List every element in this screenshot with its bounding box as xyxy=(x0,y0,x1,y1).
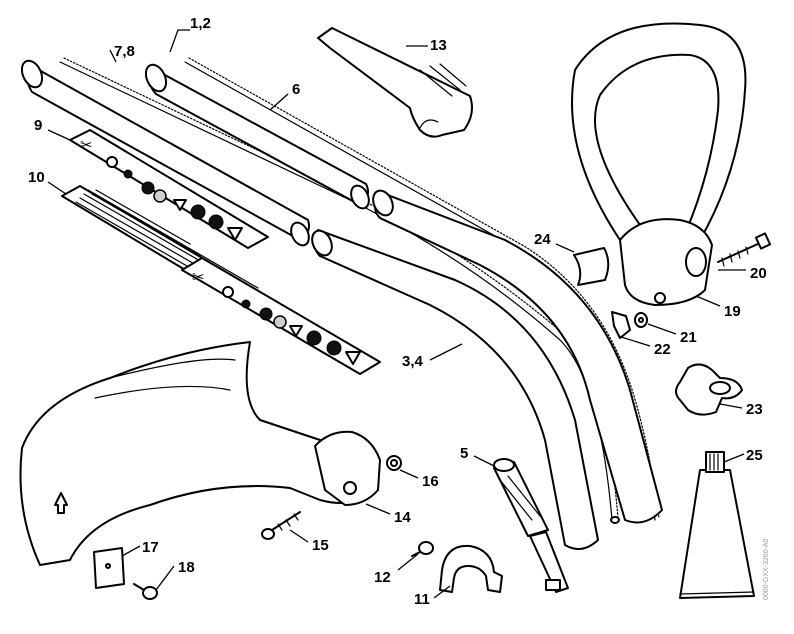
callout-10: 10 xyxy=(28,169,45,186)
callout-7-8: 7,8 xyxy=(114,43,135,60)
callout-23: 23 xyxy=(746,401,763,418)
svg-text:✂: ✂ xyxy=(80,137,93,154)
clamp-11-part xyxy=(439,544,503,593)
wing-nut-22-part xyxy=(611,311,631,339)
lower-tube-part xyxy=(311,229,599,550)
callout-13: 13 xyxy=(430,37,447,54)
screw-18-part xyxy=(133,583,158,600)
callout-1-2: 1,2 xyxy=(190,15,211,32)
loop-handle-part xyxy=(571,22,747,306)
decal-lower-part: ✂ xyxy=(181,257,381,375)
callout-labels: 1,2 7,8 6 13 9 10 24 20 19 21 22 3,4 23 … xyxy=(28,15,767,608)
callout-6: 6 xyxy=(292,81,300,98)
callout-12: 12 xyxy=(374,569,391,586)
callout-24: 24 xyxy=(534,231,551,248)
callout-18: 18 xyxy=(178,559,195,576)
callout-16: 16 xyxy=(422,473,439,490)
upper-right-tube-part xyxy=(372,189,663,524)
callout-19: 19 xyxy=(724,303,741,320)
screw-15-part xyxy=(261,511,301,540)
callout-21: 21 xyxy=(680,329,697,346)
drawing-number-stamp: 0000-GXX-3260-A0 xyxy=(763,538,770,600)
sleeve-part xyxy=(573,247,610,286)
callout-3-4: 3,4 xyxy=(402,353,424,370)
guard-part xyxy=(19,341,381,566)
plate-17-part xyxy=(93,547,125,589)
decal-9-part: ✂ xyxy=(69,129,269,249)
washer-21-part xyxy=(634,312,648,328)
svg-text:✂: ✂ xyxy=(192,269,205,286)
callout-5: 5 xyxy=(460,445,468,462)
clip-part xyxy=(317,27,473,138)
callout-11: 11 xyxy=(414,591,430,608)
callout-25: 25 xyxy=(746,447,763,464)
screw-12-part xyxy=(411,541,434,557)
leader-lines xyxy=(47,29,746,599)
grease-tube-part xyxy=(679,451,755,599)
nut-16-part xyxy=(386,455,402,471)
callout-14: 14 xyxy=(394,509,411,526)
callout-22: 22 xyxy=(654,341,671,358)
tube-left-part xyxy=(20,59,310,247)
callout-9: 9 xyxy=(34,117,42,134)
callout-15: 15 xyxy=(312,537,329,554)
tube-upper-part xyxy=(144,63,370,210)
coupling-part xyxy=(493,458,569,593)
callout-17: 17 xyxy=(142,539,159,556)
star-knob-part xyxy=(675,363,743,416)
screw-20-part xyxy=(717,232,772,267)
callout-20: 20 xyxy=(750,265,767,282)
